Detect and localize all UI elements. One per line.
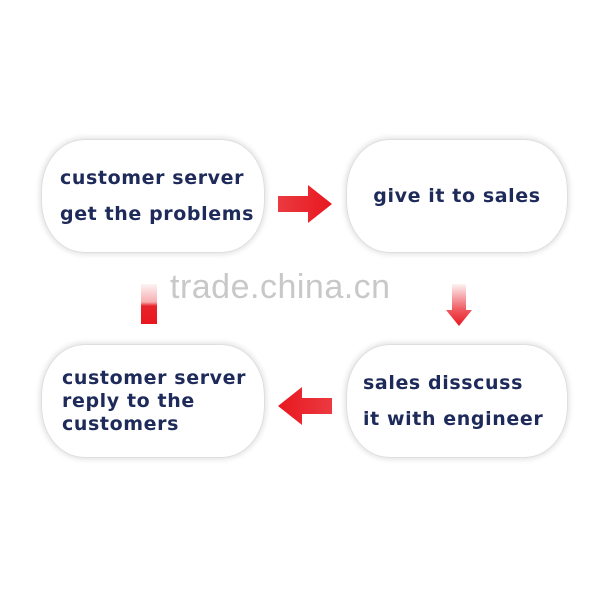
step-3-line-2: it with engineer <box>363 408 544 430</box>
arrow-left-icon <box>278 387 332 425</box>
step-box-4: customer server reply to the customers <box>42 345 264 457</box>
step-4-line-3: customers <box>62 412 179 435</box>
step-2-line-1: give it to sales <box>373 185 541 207</box>
step-box-1: customer server get the problems <box>42 140 264 252</box>
step-4-line-2: reply to the <box>62 389 195 412</box>
arrow-right-icon <box>278 185 332 223</box>
watermark-text: trade.china.cn <box>170 268 391 306</box>
step-3-line-1: sales disscuss <box>363 372 523 394</box>
step-1-line-2: get the problems <box>60 203 255 225</box>
arrow-down-icon <box>446 284 472 326</box>
step-box-3: sales disscuss it with engineer <box>347 345 567 457</box>
arrow-up-icon <box>141 284 157 324</box>
step-4-line-1: customer server <box>62 366 247 389</box>
step-1-line-1: customer server <box>60 167 245 189</box>
step-box-2: give it to sales <box>347 140 567 252</box>
